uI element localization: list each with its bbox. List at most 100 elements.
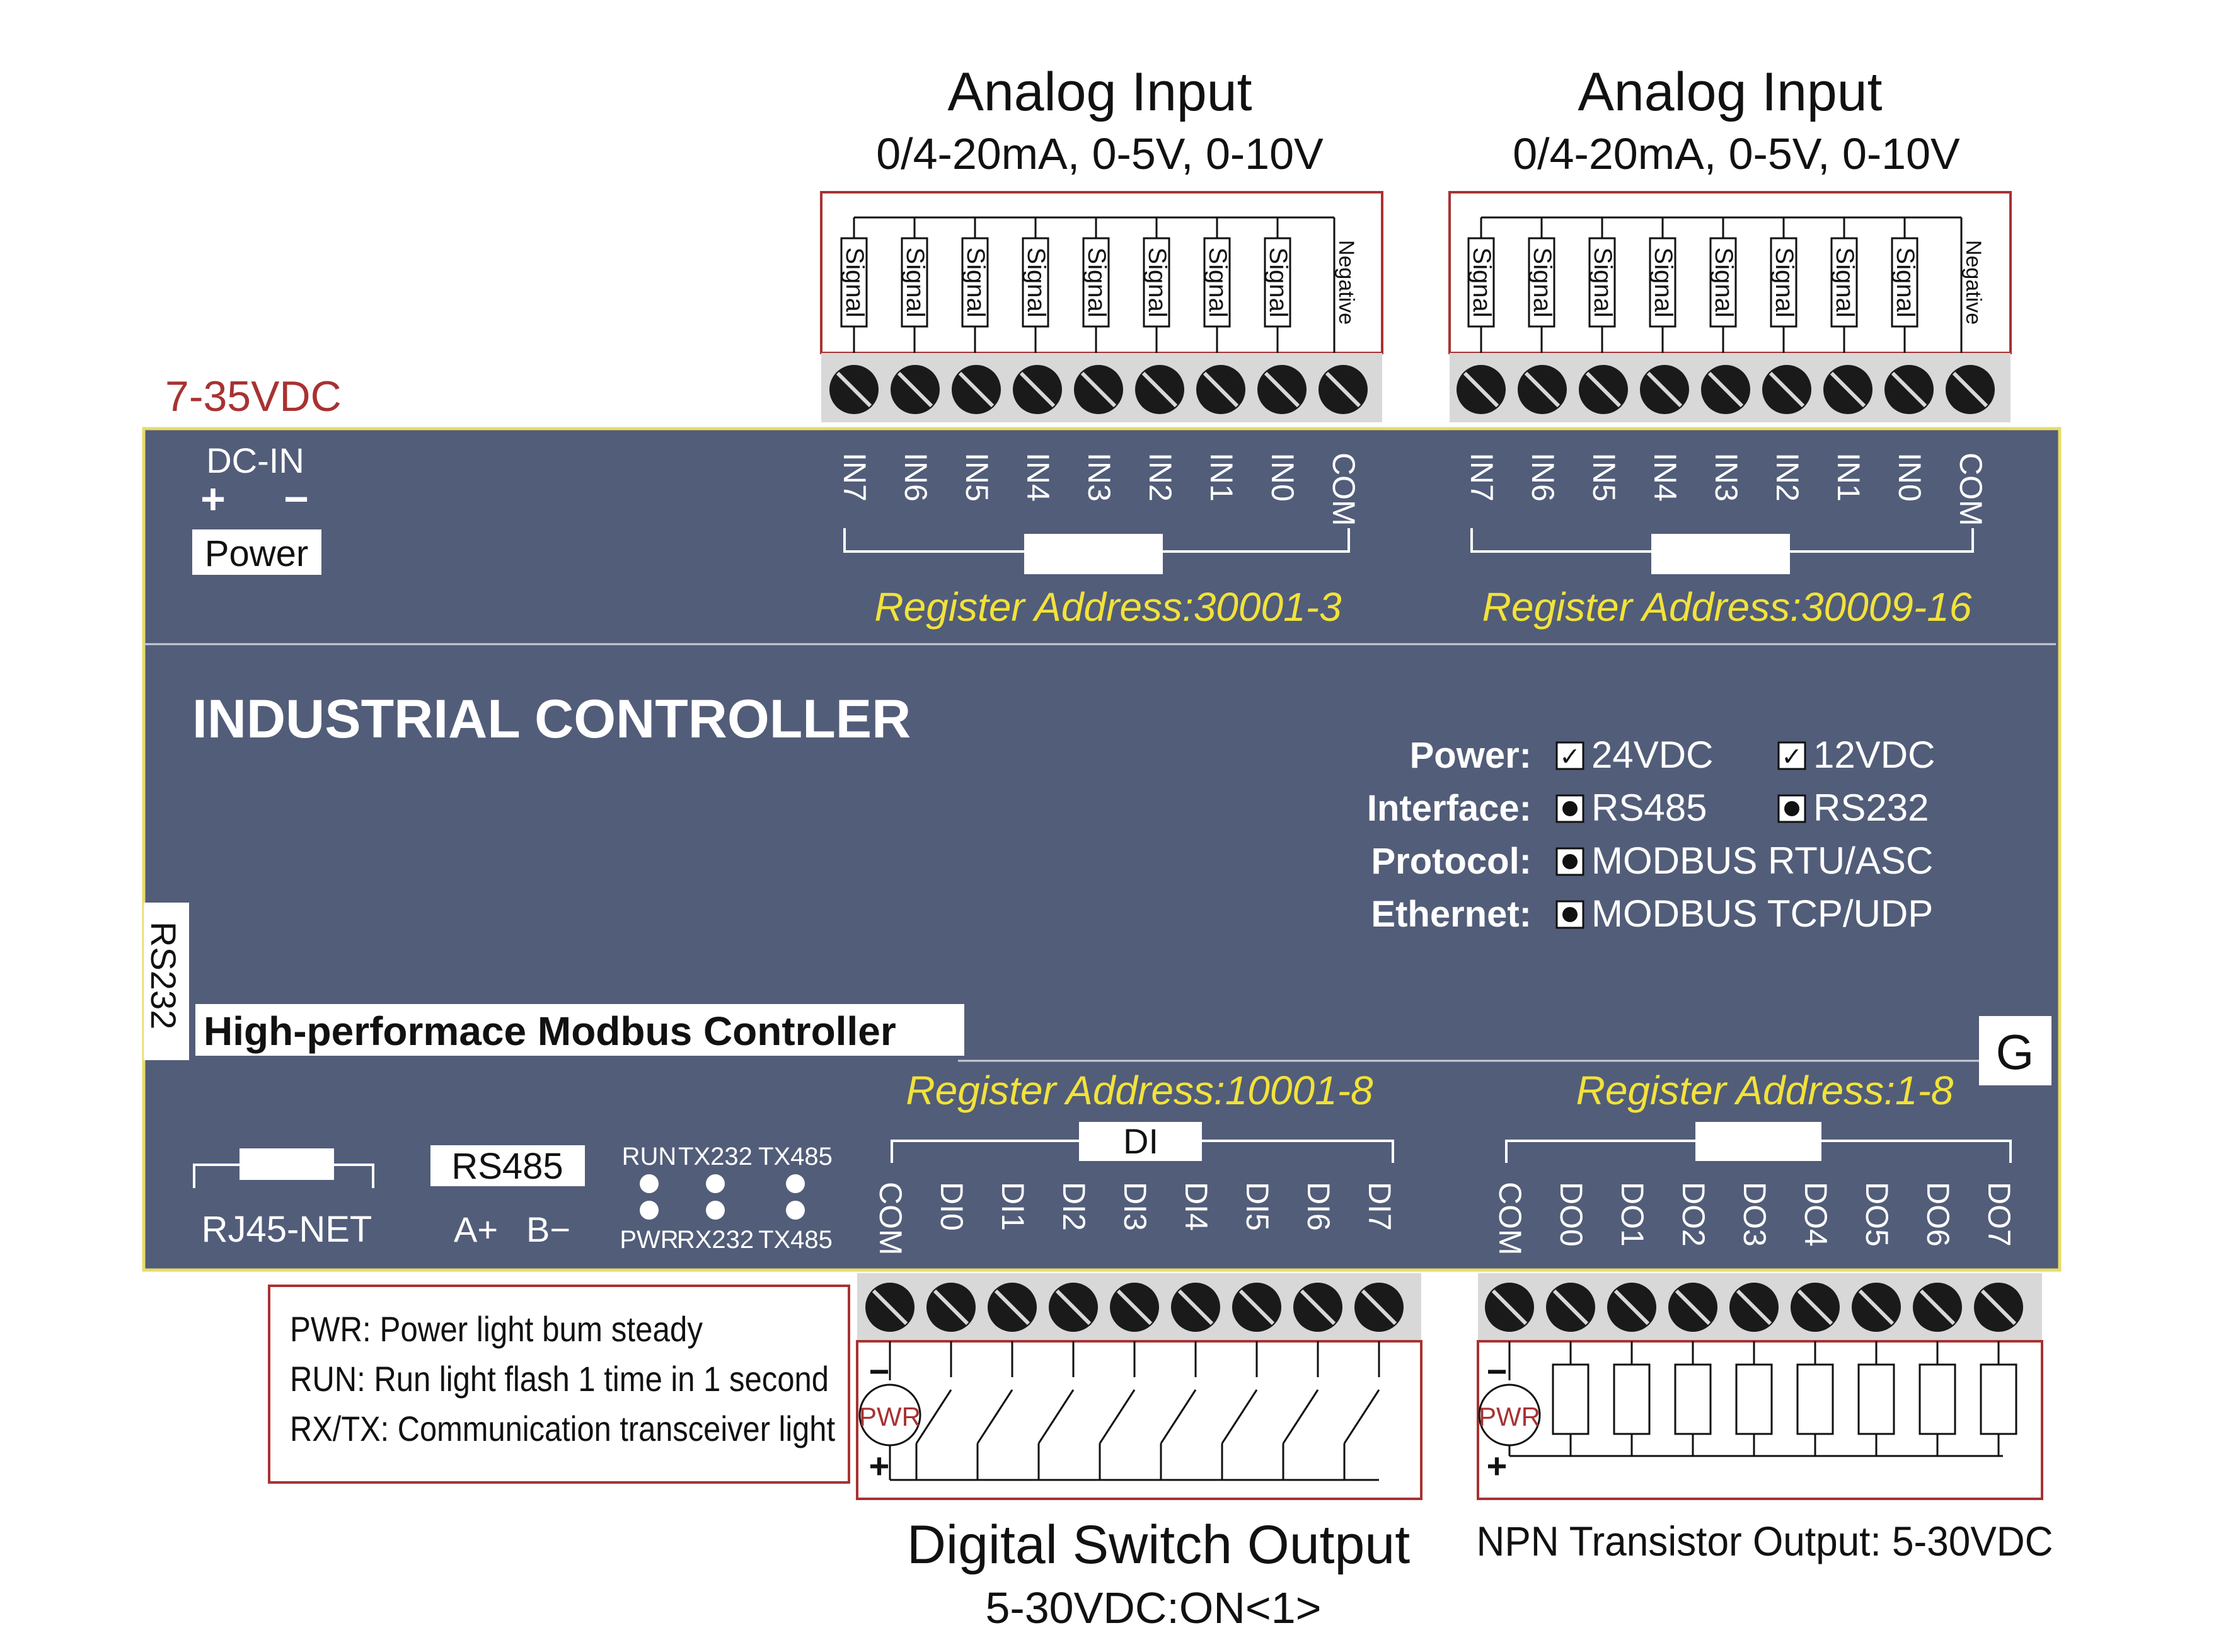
di-tag-box <box>1079 1122 1202 1161</box>
screw-slot <box>1675 1289 1711 1326</box>
analog-2-terminal-in6: IN6 <box>1525 453 1561 502</box>
screw-slot <box>1361 1289 1397 1326</box>
spec-checkbox <box>1555 741 1584 770</box>
signal-label: Signal <box>1083 247 1111 317</box>
screw-slot <box>1919 1289 1956 1326</box>
switch-output-title: Digital Switch Output <box>907 1515 1410 1575</box>
led-label-bottom: TX485 <box>758 1226 833 1254</box>
analog-1-terminal-in1: IN1 <box>1204 453 1239 502</box>
rs485-b-minus: B− <box>526 1210 570 1249</box>
analog-input-1-title: Analog Input <box>948 62 1252 122</box>
di-terminal-com: COM <box>873 1182 908 1256</box>
di-terminal-di6: DI6 <box>1301 1182 1336 1231</box>
analog-input-1-register: Register Address:30001-3 <box>874 584 1342 630</box>
signal-label: Signal <box>1891 247 1919 317</box>
spec-label: Protocol: <box>1371 841 1532 882</box>
rs485-label-box <box>430 1145 585 1186</box>
signal-resistor <box>1143 237 1170 328</box>
signal-resistor <box>961 237 989 328</box>
analog-1-terminal-in6: IN6 <box>898 453 933 502</box>
negative-label: Negative <box>1334 240 1358 325</box>
di-switch-blade <box>1282 1389 1319 1444</box>
do-transistor-circuit: −PWR+ <box>1478 1341 2017 1486</box>
screw-slot <box>1613 1289 1650 1326</box>
rs485-a-plus: A+ <box>454 1210 498 1249</box>
di-switch-blade <box>1099 1389 1136 1444</box>
led-label-bottom: RX232 <box>677 1226 754 1254</box>
signal-label: Signal <box>1468 247 1496 317</box>
screw-slot <box>1080 371 1117 408</box>
analog-2-terminal-in7: IN7 <box>1464 453 1499 502</box>
screw-slot <box>1891 371 1927 408</box>
screw-slot <box>897 371 933 408</box>
npn-output-caption: NPN Transistor Output: 5-30VDC <box>1477 1518 2053 1564</box>
screw-slot <box>1264 371 1300 408</box>
analog-1-terminal-in5: IN5 <box>959 453 995 502</box>
di-plus: + <box>869 1446 890 1486</box>
spec-option: 24VDC <box>1591 734 1713 776</box>
screw-slot <box>1707 371 1744 408</box>
g-corner-box <box>1979 1016 2051 1085</box>
screw-slot <box>1952 371 1988 408</box>
signal-resistor <box>840 237 868 328</box>
signal-label: Signal <box>1831 247 1859 317</box>
analog-input-2-title: Analog Input <box>1578 62 1883 122</box>
di-terminal-di0: DI0 <box>934 1182 969 1231</box>
do-plus: + <box>1487 1446 1508 1486</box>
screw-slot <box>1858 1289 1895 1326</box>
rj45-label: RJ45-NET <box>202 1209 372 1250</box>
dc-in-plus: + <box>200 475 226 523</box>
signal-label: Signal <box>1264 247 1292 317</box>
screw-slot <box>1980 1289 2017 1326</box>
signal-label: Signal <box>1710 247 1738 317</box>
power-label: Power <box>205 533 308 574</box>
screw-slot <box>836 371 872 408</box>
screw-slot <box>1463 371 1499 408</box>
signal-label: Signal <box>901 247 929 317</box>
led-dot-top <box>786 1174 805 1193</box>
spec-dot <box>1562 907 1578 922</box>
dc-in-minus: − <box>284 475 309 523</box>
led-dot-bottom <box>786 1201 805 1220</box>
signal-label: Signal <box>1204 247 1232 317</box>
device-subtitle: High-performace Modbus Controller <box>204 1008 896 1054</box>
analog-input-2-bracket-tab <box>1651 534 1790 574</box>
spec-dot <box>1562 801 1578 816</box>
screw-slot <box>1116 1289 1153 1326</box>
di-tag: DI <box>1123 1121 1158 1161</box>
do-terminal-do3: DO3 <box>1737 1182 1772 1247</box>
do-load-resistor <box>1919 1363 1956 1435</box>
screw-slot <box>1055 1289 1092 1326</box>
do-terminal-do7: DO7 <box>1982 1182 2017 1247</box>
do-load-resistor <box>1735 1363 1773 1435</box>
spec-option: 12VDC <box>1813 734 1935 776</box>
negative-label: Negative <box>1961 240 1985 325</box>
signal-resistor <box>1830 237 1858 328</box>
di-switch-blade <box>976 1389 1013 1444</box>
do-screws <box>1485 1283 2023 1332</box>
led-label-top: RUN <box>622 1143 677 1170</box>
screw-slot <box>1646 371 1683 408</box>
signal-label: Signal <box>1143 247 1171 317</box>
analog-2-terminal-com: COM <box>1953 453 1988 526</box>
legend-line-2: RUN: Run light flash 1 time in 1 second <box>290 1359 829 1399</box>
analog-2-terminal-in4: IN4 <box>1647 453 1683 502</box>
rj45-port <box>239 1148 334 1180</box>
signal-label: Signal <box>962 247 990 317</box>
spec-option: MODBUS TCP/UDP <box>1591 892 1933 935</box>
spec-dot <box>1562 854 1578 869</box>
switch-output-subtitle: 5-30VDC:ON<1> <box>985 1583 1321 1632</box>
screw-slot <box>1300 1289 1336 1326</box>
analog-2-terminal-in0: IN0 <box>1892 453 1927 502</box>
signal-label: Signal <box>1770 247 1798 317</box>
screw-slot <box>872 1289 908 1326</box>
do-tag-box <box>1695 1122 1821 1161</box>
analog-1-terminal-in2: IN2 <box>1143 453 1178 502</box>
